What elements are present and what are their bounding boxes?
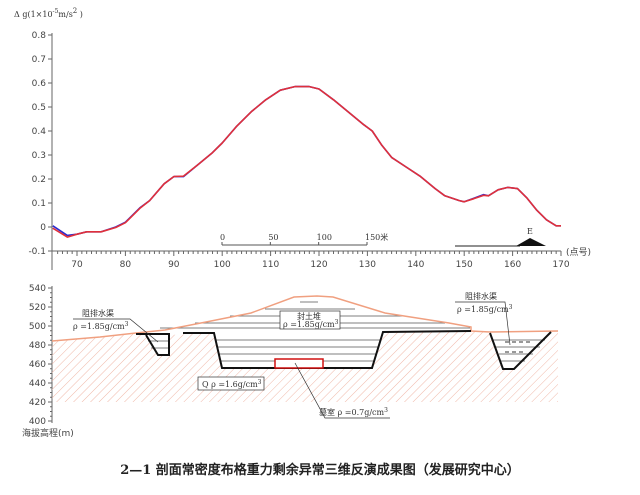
elevation-tick-label: 420: [29, 398, 46, 408]
right-ditch-density: ρ =1.85g/cm3: [457, 304, 513, 314]
left-ditch-label: 阻排水渠: [82, 308, 114, 318]
mound-layers: [148, 301, 545, 362]
x-tick-label: 140: [407, 260, 424, 270]
series-line-observed: [52, 85, 561, 237]
x-tick-label: 120: [310, 260, 327, 270]
x-tick-label: 160: [504, 260, 521, 270]
left-ditch-density: ρ =1.85g/cm3: [73, 321, 129, 331]
x-tick-label: 80: [120, 260, 132, 270]
scale-label: 50: [268, 233, 278, 242]
x-axis-title: (点号): [566, 247, 591, 258]
triangle-marker-icon: [516, 238, 546, 246]
figure-title: 2—1 剖面常密度布格重力剩余异常三维反演成果图（发展研究中心）: [120, 462, 520, 478]
y-tick-label: 0.7: [32, 55, 46, 65]
mound-label: 封土堆: [297, 311, 321, 321]
cross-section-diagram: 400 420 440 460 480 500 520 540 海拔高程(m): [22, 284, 559, 439]
scale-label: 150米: [365, 232, 388, 242]
q-layer-box: [197, 376, 265, 391]
right-ditch-label: 阻排水渠: [465, 291, 497, 301]
x-tick-label: 90: [168, 260, 180, 270]
series-line-computed: [52, 85, 561, 238]
scale-label: 0: [220, 233, 225, 242]
elevation-tick-label: 460: [29, 360, 46, 370]
y-tick-label: -0.1: [28, 247, 46, 257]
x-tick-label: 130: [359, 260, 376, 270]
elevation-tick-label: 540: [29, 284, 46, 294]
y-tick-label: 0.2: [32, 175, 46, 185]
elevation-tick-label: 440: [29, 379, 46, 389]
y-tick-label: 0.1: [32, 199, 46, 209]
y-axis-title: Δ g(1×10-5m/s2 ): [14, 7, 83, 19]
x-tick-label: 150: [456, 260, 473, 270]
elevation-tick-label: 520: [29, 303, 46, 313]
elevation-axis-title: 海拔高程(m): [22, 427, 74, 439]
y-tick-label: 0.8: [32, 31, 47, 41]
x-tick-label: 170: [552, 260, 569, 270]
mound-label-box: [279, 310, 341, 330]
y-tick-label: 0.3: [32, 151, 46, 161]
ground-hatch: [52, 331, 558, 402]
x-tick-label: 110: [262, 260, 279, 270]
tomb-label: 墓室 ρ =0.7g/cm3: [319, 407, 388, 417]
mound-density: ρ =1.85g/cm3: [283, 319, 339, 329]
y-tick-label: 0.4: [32, 127, 47, 137]
y-tick-label: 0.5: [32, 103, 46, 113]
e-marker: E: [455, 227, 546, 247]
x-tick-label: 70: [71, 260, 83, 270]
q-layer-density: Q ρ =1.6g/cm3: [202, 379, 262, 389]
scale-label: 100: [317, 233, 332, 242]
scale-bar: 0 50 100 150米: [220, 232, 388, 246]
elevation-tick-label: 480: [29, 341, 46, 351]
tomb-chamber: [274, 358, 324, 369]
svg-text:E: E: [527, 227, 533, 236]
elevation-tick-label: 400: [29, 417, 46, 427]
y-tick-label: 0.6: [32, 79, 47, 89]
y-tick-label: 0: [40, 223, 46, 233]
x-tick-label: 100: [214, 260, 231, 270]
elevation-tick-label: 500: [29, 322, 46, 332]
gravity-anomaly-chart: Δ g(1×10-5m/s2 ) -0.1 0 0.1 0.2 0.3 0.4 0.5 0.6…: [14, 7, 591, 270]
water-level-dashes: [505, 341, 530, 353]
leader-lines: [73, 301, 511, 419]
